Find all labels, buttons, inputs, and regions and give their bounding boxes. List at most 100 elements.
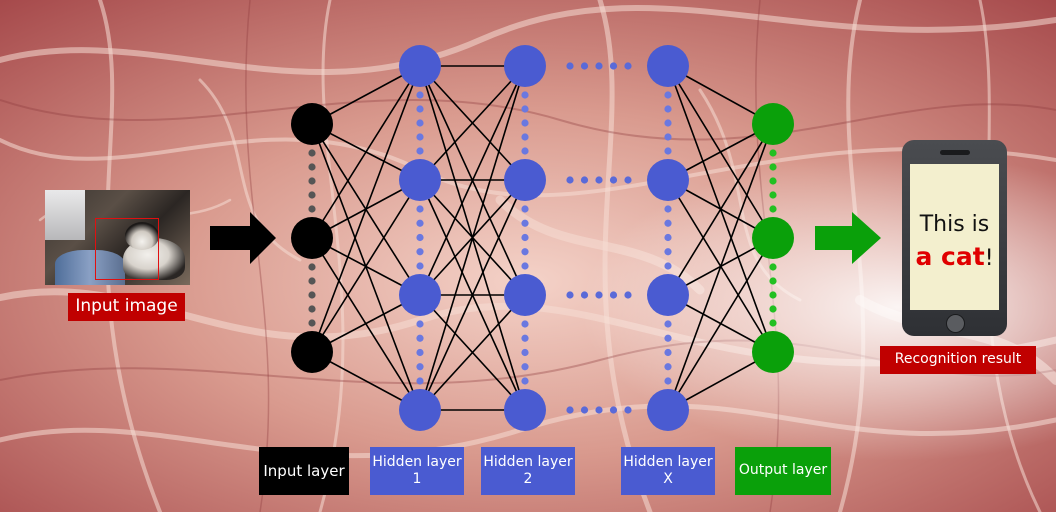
- connection-line: [667, 123, 774, 296]
- hidden-layer-x-label-line1: Hidden layer: [623, 453, 713, 470]
- hidden-layer-2-label-line1: Hidden layer: [483, 453, 573, 470]
- recognition-text: This is a cat!: [902, 210, 1007, 273]
- hidden-layer-1-label-line2: 1: [412, 471, 422, 487]
- ellipsis-dot: [624, 291, 632, 299]
- hidden2-node: [504, 159, 546, 201]
- phone-home-button: [946, 314, 965, 333]
- ellipsis-dot: [416, 262, 424, 270]
- ellipsis-dot: [595, 291, 603, 299]
- ellipsis-dot: [664, 348, 672, 357]
- ellipsis-dot: [566, 176, 574, 184]
- ellipsis-dot: [609, 176, 618, 184]
- hidden1-node: [399, 45, 441, 87]
- ellipsis-dot: [566, 406, 574, 414]
- ellipsis-dot: [624, 176, 632, 184]
- detection-box: [95, 218, 159, 280]
- ellipsis-dot: [521, 363, 529, 371]
- ellipsis-dot: [664, 334, 672, 342]
- input-layer-label: Input layer: [259, 447, 349, 495]
- ellipsis-dot: [595, 62, 603, 70]
- ellipsis-dot: [664, 248, 672, 256]
- input-layer-label-line1: Input layer: [263, 461, 345, 480]
- phone-speaker: [940, 150, 970, 155]
- hiddenx-node: [647, 274, 689, 316]
- ellipsis-dot: [416, 119, 424, 127]
- hidden-layer-x-label-line2: X: [663, 471, 673, 487]
- ellipsis-dot: [664, 233, 672, 242]
- ellipsis-dot: [416, 105, 424, 113]
- hidden2-node: [504, 389, 546, 431]
- ellipsis-dot: [566, 62, 574, 70]
- ellipsis-dot: [769, 291, 777, 299]
- ellipsis-dot: [664, 205, 672, 213]
- hiddenx-node: [647, 159, 689, 201]
- ellipsis-dot: [580, 176, 589, 184]
- ellipsis-dot: [416, 320, 424, 328]
- connection-line: [419, 65, 526, 411]
- ellipsis-dot: [521, 91, 529, 99]
- ellipsis-dot: [664, 219, 672, 227]
- arrow-right-icon: [210, 212, 276, 264]
- ellipsis-dot: [521, 133, 529, 141]
- ellipsis-dot: [664, 320, 672, 328]
- ellipsis-dot: [521, 334, 529, 342]
- ellipsis-dot: [580, 406, 589, 414]
- ellipsis-dot: [521, 119, 529, 127]
- ellipsis-dot: [769, 305, 777, 313]
- cat-head: [125, 222, 159, 250]
- ellipsis-dot: [580, 291, 589, 299]
- connection-line: [311, 179, 421, 353]
- ellipsis-dot: [416, 205, 424, 213]
- ellipsis-dot: [308, 149, 316, 157]
- hidden-layer-1-label-line1: Hidden layer: [372, 453, 462, 470]
- hidden-layer-2-label-line2: 2: [523, 471, 533, 487]
- ellipsis-dot: [664, 91, 672, 99]
- input-node: [291, 103, 333, 145]
- output-node: [752, 331, 794, 373]
- ellipsis-dot: [308, 319, 316, 327]
- ellipsis-dot: [521, 219, 529, 227]
- connection-line: [311, 65, 421, 353]
- ellipsis-dot: [769, 149, 777, 157]
- ellipsis-dot: [416, 377, 424, 385]
- ellipsis-dot: [416, 233, 424, 242]
- ellipsis-dot: [595, 406, 603, 414]
- ellipsis-dot: [521, 147, 529, 155]
- output-node: [752, 103, 794, 145]
- ellipsis-dot: [769, 191, 777, 199]
- ellipsis-dot: [664, 377, 672, 385]
- ellipsis-dot: [609, 291, 618, 299]
- ellipsis-dots: [308, 62, 777, 414]
- input-node: [291, 217, 333, 259]
- ellipsis-dot: [308, 163, 316, 171]
- ellipsis-dot: [769, 263, 777, 271]
- recognition-highlight: a cat: [915, 241, 985, 271]
- arrow-right-icon: [815, 212, 881, 264]
- ellipsis-dot: [308, 291, 316, 299]
- ellipsis-dot: [566, 291, 574, 299]
- connection-line: [419, 179, 526, 411]
- network-connections: [311, 65, 774, 411]
- ellipsis-dot: [664, 147, 672, 155]
- photo-window: [45, 190, 85, 240]
- ellipsis-dot: [308, 177, 316, 185]
- ellipsis-dot: [769, 277, 777, 285]
- ellipsis-dot: [521, 377, 529, 385]
- ellipsis-dot: [521, 248, 529, 256]
- hidden2-node: [504, 45, 546, 87]
- ellipsis-dot: [769, 177, 777, 185]
- ellipsis-dot: [308, 305, 316, 313]
- cat-photo: [45, 190, 190, 285]
- recognition-result-label: Recognition result: [880, 346, 1036, 374]
- ellipsis-dot: [308, 191, 316, 199]
- connection-line: [419, 65, 526, 296]
- ellipsis-dot: [624, 62, 632, 70]
- connection-line: [667, 123, 774, 411]
- ellipsis-dot: [308, 205, 316, 213]
- ellipsis-dot: [521, 262, 529, 270]
- phone-screen: [910, 164, 999, 310]
- hidden1-node: [399, 274, 441, 316]
- ellipsis-dot: [521, 320, 529, 328]
